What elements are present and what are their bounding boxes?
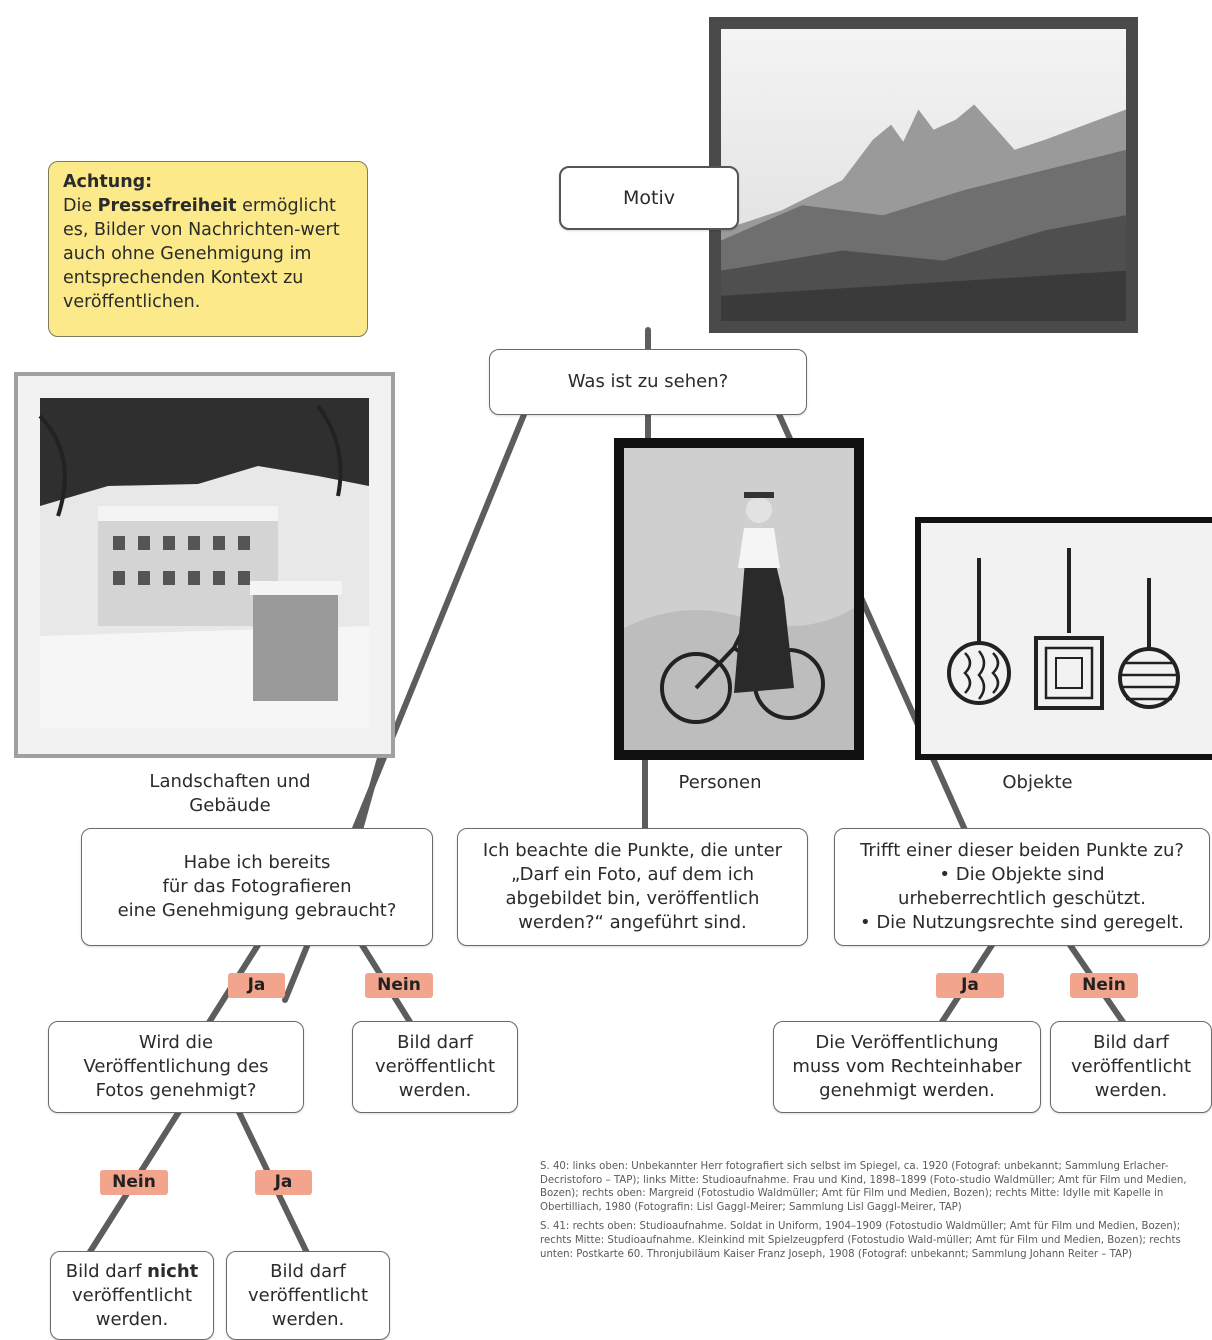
right-ja-badge: Ja: [936, 973, 1004, 998]
connector-landscape-q: [357, 755, 383, 833]
publication-approved-question: Wird die Veröffentlichung des Fotos gene…: [48, 1021, 304, 1113]
landscape-caption: Landschaften und Gebäude: [149, 771, 311, 816]
objects-caption: Objekte: [1002, 772, 1073, 793]
landscape-photo: [14, 372, 395, 758]
final-not-bold: nicht: [147, 1260, 199, 1282]
photographing-permission-question: Habe ich bereits für das Fotografieren e…: [81, 828, 433, 946]
left-ja-badge: Ja: [228, 973, 285, 998]
final-not-publish: Bild darf nicht veröffentlicht werden.: [50, 1251, 214, 1340]
callout-title: Achtung:: [63, 172, 153, 192]
persons-caption: Personen: [678, 772, 762, 793]
photo-credits: S. 40: links oben: Unbekannter Herr foto…: [540, 1160, 1204, 1267]
final-not-after: veröffentlicht werden.: [71, 1284, 193, 1330]
objects-question: Trifft einer dieser beiden Punkte zu? • …: [834, 828, 1210, 946]
callout-text-after: ermöglicht es, Bilder von Nachrichten-we…: [63, 196, 340, 312]
left-nein-result: Bild darf veröffentlicht werden.: [352, 1021, 518, 1113]
sub-ja-badge: Ja: [255, 1170, 312, 1195]
credits-page-40: S. 40: links oben: Unbekannter Herr foto…: [540, 1161, 1187, 1213]
callout-text: Die Pressefreiheit ermöglicht es, Bilder…: [63, 194, 353, 314]
callout-text-bold: Pressefreiheit: [97, 196, 237, 216]
right-nein-result: Bild darf veröffentlicht werden.: [1050, 1021, 1212, 1113]
root-question: Was ist zu sehen?: [489, 349, 807, 415]
callout-text-before: Die: [63, 196, 98, 216]
persons-note: Ich beachte die Punkte, die unter „Darf …: [457, 828, 808, 946]
cyclist-photo: [614, 438, 864, 760]
final-may-publish: Bild darf veröffentlicht werden.: [226, 1251, 390, 1340]
sub-nein-badge: Nein: [100, 1170, 168, 1195]
left-nein-badge: Nein: [365, 973, 433, 998]
credits-page-41: S. 41: rechts oben: Studioaufnahme. Sold…: [540, 1221, 1181, 1260]
mountain-photo: [709, 17, 1138, 333]
right-nein-badge: Nein: [1070, 973, 1138, 998]
motiv-label: Motiv: [559, 166, 739, 230]
rights-holder-approval: Die Veröffentlichung muss vom Rechteinha…: [773, 1021, 1041, 1113]
objects-photo: [915, 517, 1212, 760]
final-not-before: Bild darf: [65, 1260, 148, 1282]
press-freedom-callout: Achtung: Die Pressefreiheit ermöglicht e…: [48, 161, 368, 337]
